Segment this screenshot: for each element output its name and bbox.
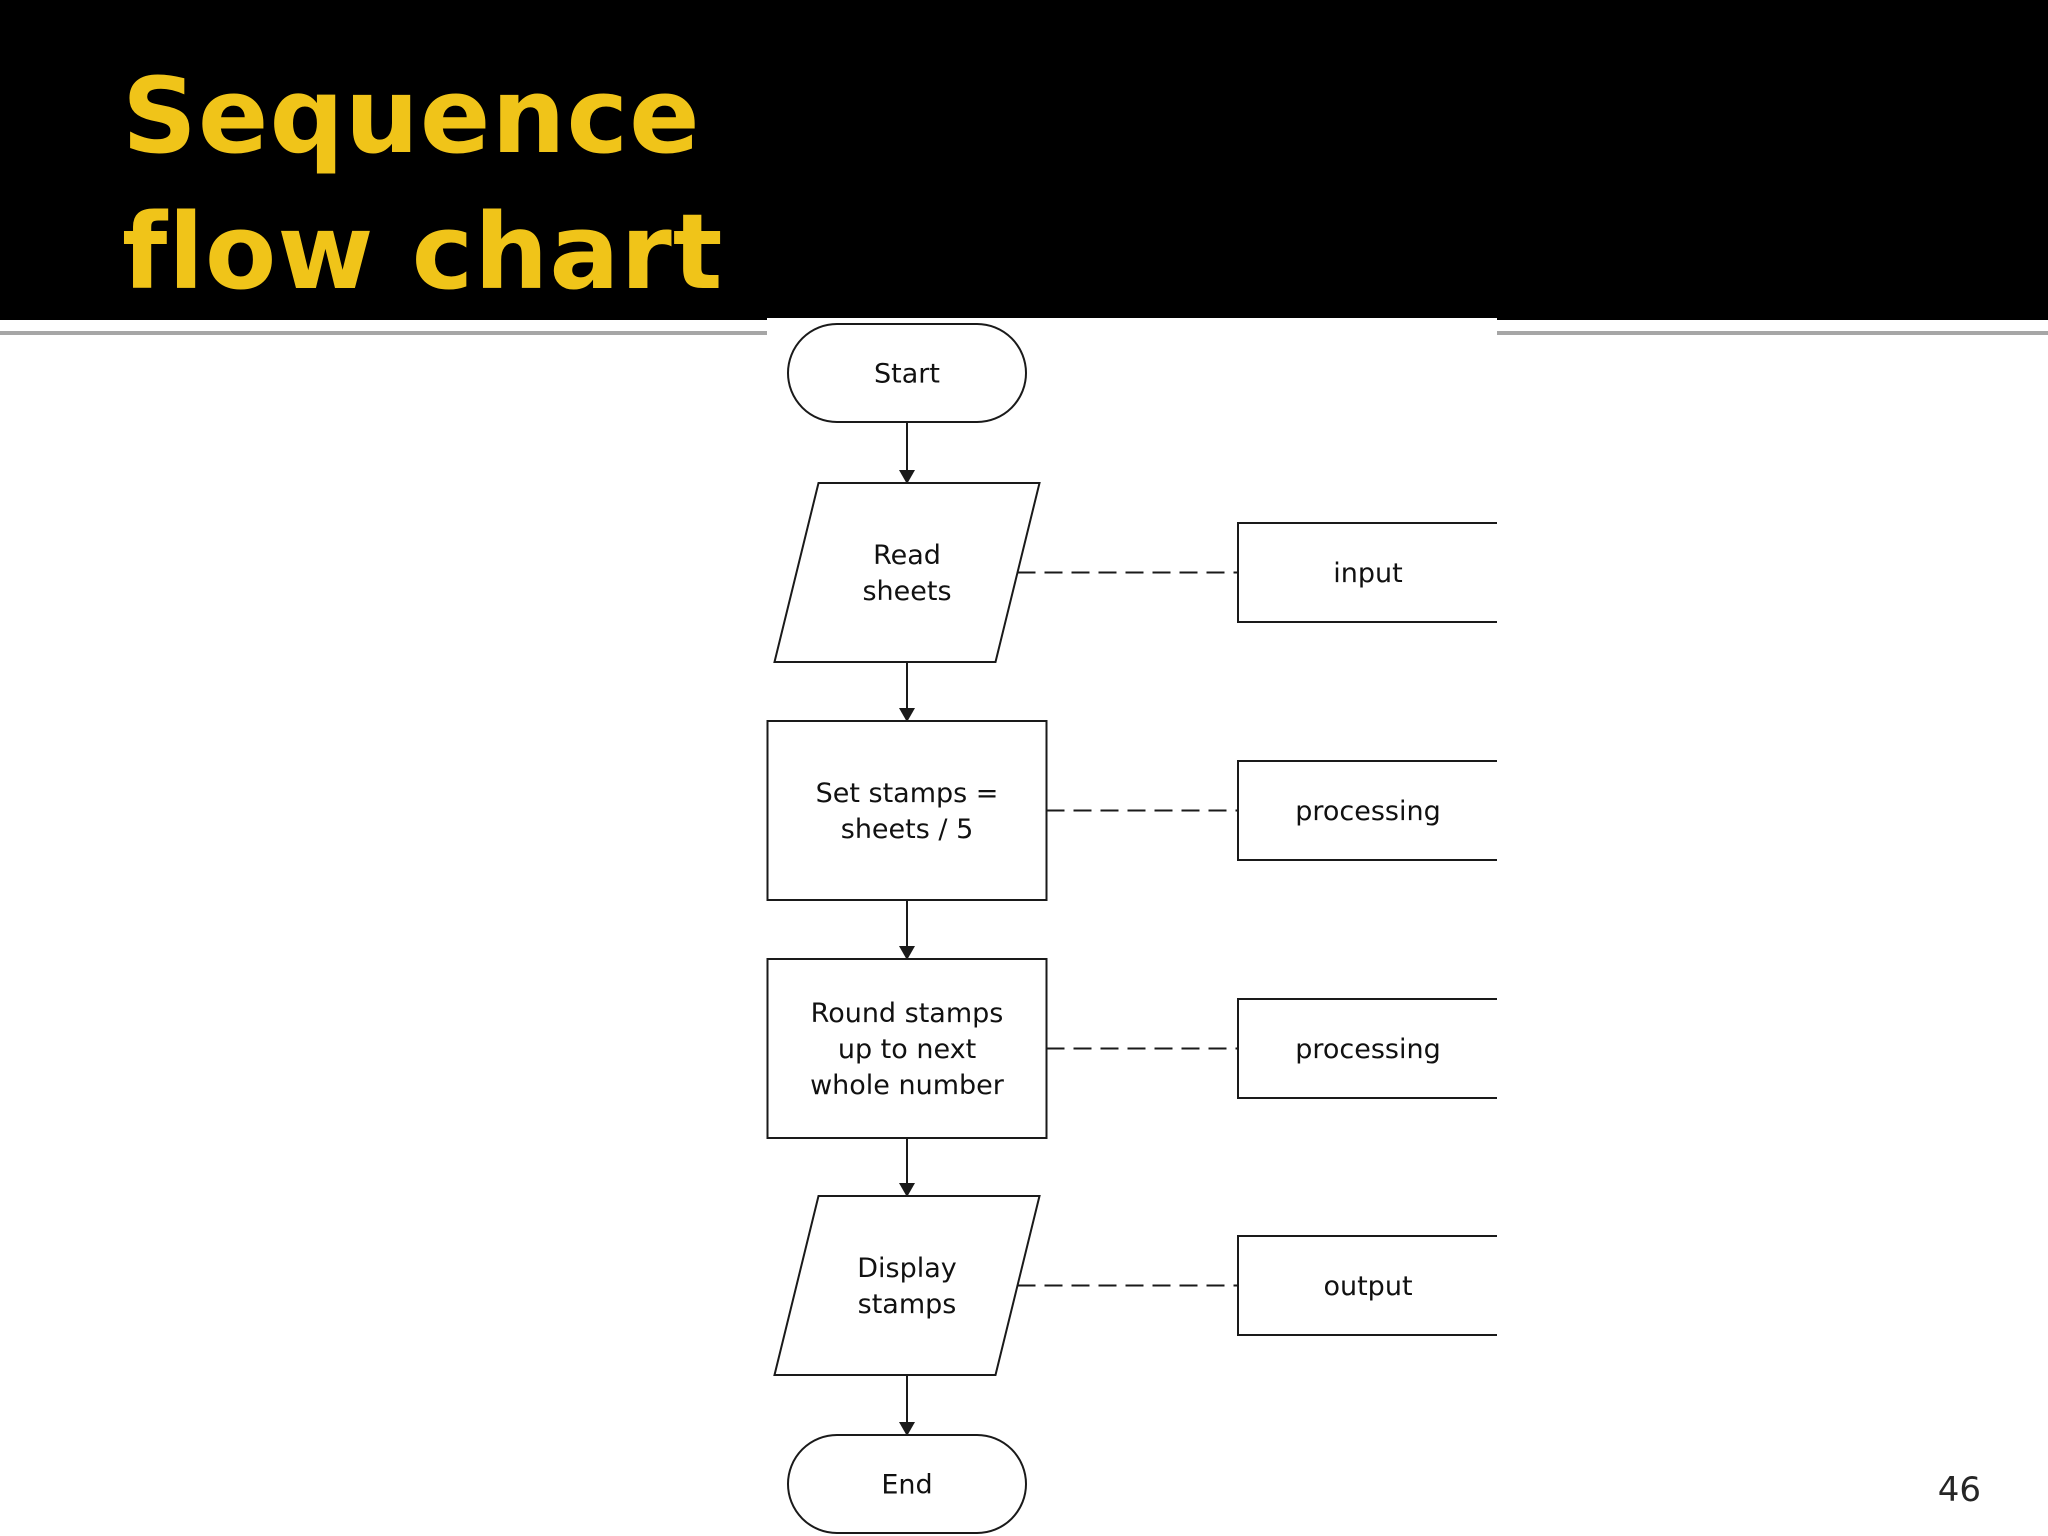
end-node-shape xyxy=(787,1434,1027,1534)
annotation-label-3: processing xyxy=(1295,1034,1441,1065)
slide-title: Sequence flow chart xyxy=(122,48,724,320)
title-line-1: Sequence xyxy=(122,55,701,177)
annotation-box-4 xyxy=(1237,1235,1497,1336)
annotation-label-2: processing xyxy=(1295,796,1441,827)
read-sheets-node-label-line-2: sheets xyxy=(862,576,951,607)
round-stamps-node-shape xyxy=(766,958,1048,1139)
round-stamps-node-label-line-1: Round stamps xyxy=(811,998,1004,1029)
display-stamps-node-label-line-1: Display xyxy=(857,1253,957,1284)
annotation-box-2 xyxy=(1237,760,1497,861)
annotation-box-1 xyxy=(1237,522,1497,623)
read-sheets-node-label-line-1: Read xyxy=(873,540,941,571)
end-node-label-line-1: End xyxy=(881,1470,932,1501)
title-bar: Sequence flow chart xyxy=(0,0,2048,320)
start-node-label-line-1: Start xyxy=(874,359,940,390)
round-stamps-node-label-line-3: whole number xyxy=(810,1070,1005,1101)
start-node-shape xyxy=(787,323,1027,423)
set-stamps-node-label-line-2: sheets / 5 xyxy=(841,814,974,845)
read-sheets-node-shape xyxy=(773,482,1041,663)
set-stamps-node-shape xyxy=(766,720,1048,901)
annotation-box-3 xyxy=(1237,998,1497,1099)
annotation-label-4: output xyxy=(1323,1271,1412,1302)
title-line-2: flow chart xyxy=(122,191,724,313)
round-stamps-node-label-line-2: up to next xyxy=(838,1034,976,1065)
set-stamps-node-label-line-1: Set stamps = xyxy=(816,778,999,809)
page-number: 46 xyxy=(1937,1470,1981,1510)
display-stamps-node-shape xyxy=(773,1195,1041,1376)
annotation-label-1: input xyxy=(1333,558,1402,589)
display-stamps-node-label-line-2: stamps xyxy=(858,1289,957,1320)
